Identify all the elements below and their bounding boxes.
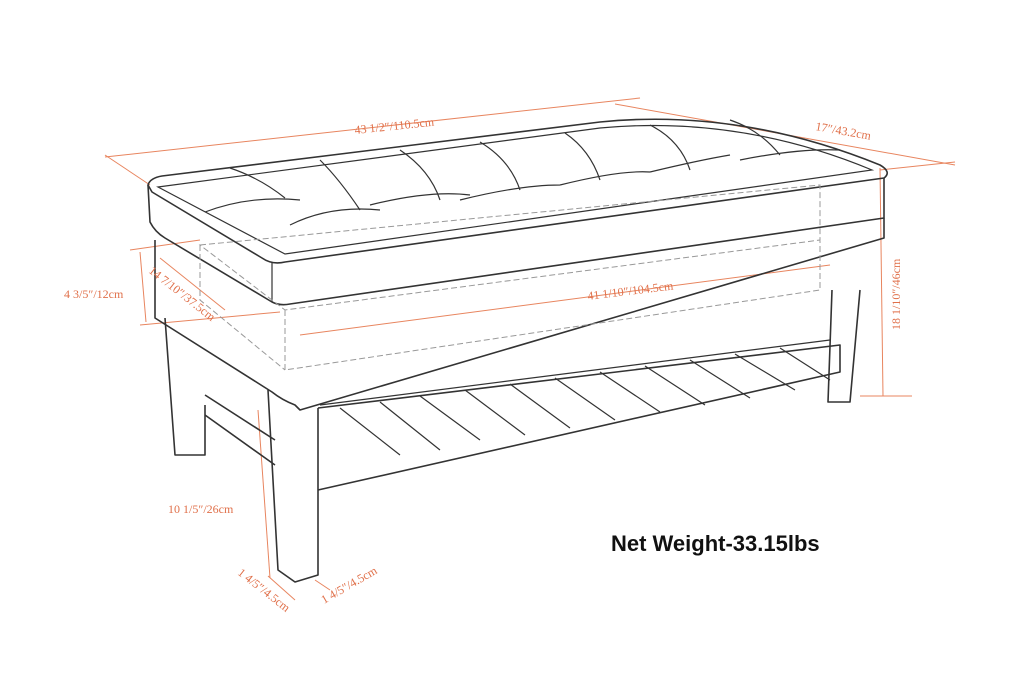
net-weight-label: Net Weight-33.15lbs	[611, 531, 820, 556]
leg-depth-label: 1 4/5″/4.5cm	[319, 563, 381, 607]
cushion	[147, 118, 888, 306]
overall-length-label: 43 1/2″/110.5cm	[354, 115, 436, 137]
inner-depth-label: 14 7/10″/37.5cm	[146, 263, 218, 324]
storage-height-label: 4 3/5″/12cm	[64, 287, 124, 301]
overall-depth-label: 17″/43.2cm	[814, 119, 872, 143]
overall-height-label: 18 1/10″/46cm	[889, 258, 903, 330]
inner-length-label: 41 1/10″/104.5cm	[587, 278, 675, 302]
shelf-height-label: 10 1/5″/26cm	[168, 502, 234, 516]
dimension-lines	[104, 97, 956, 601]
legs-and-shelf	[164, 289, 861, 583]
storage-box	[154, 184, 885, 411]
